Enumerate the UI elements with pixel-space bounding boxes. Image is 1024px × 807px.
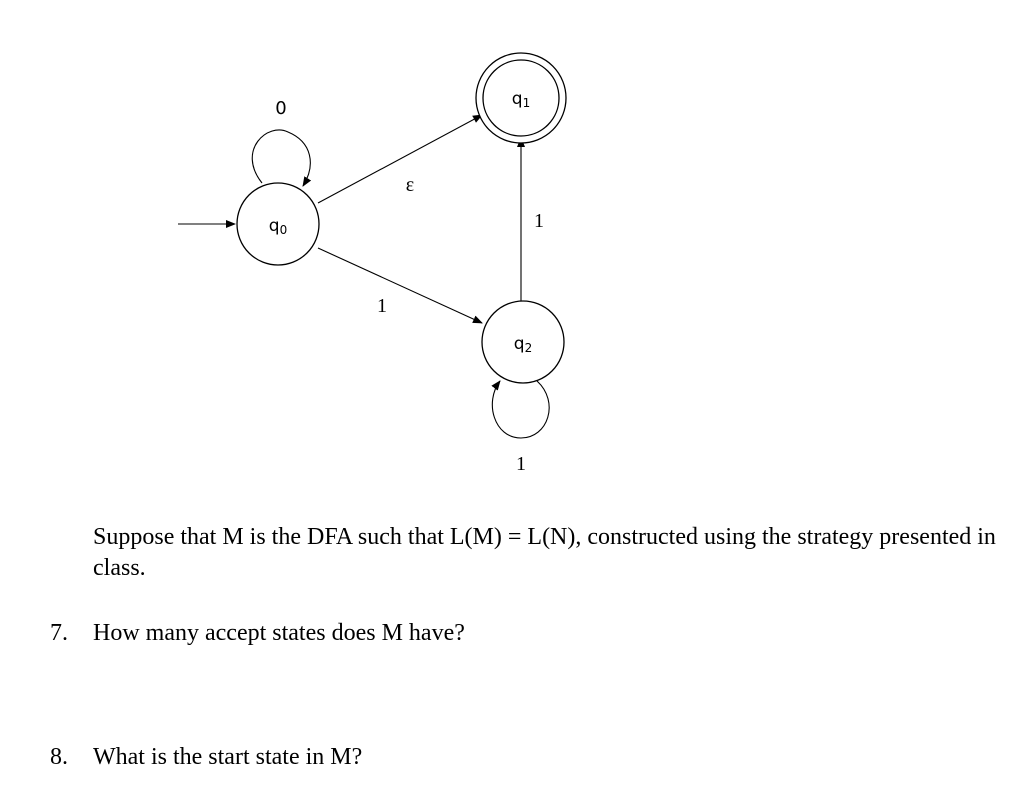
question-7-text: How many accept states does M have? (93, 620, 465, 646)
question-8: 8. What is the start state in M? (50, 742, 362, 773)
state-q2-label: q (514, 334, 525, 354)
question-8-number: 8. (50, 744, 68, 770)
state-q1-sub: 1 (523, 96, 531, 110)
question-8-text: What is the start state in M? (93, 744, 363, 770)
problem-paragraph: Suppose that M is the DFA such that L(M)… (93, 524, 996, 581)
state-q1-label: q (512, 89, 523, 109)
state-q0: q0 (236, 182, 320, 266)
label-q2-q1: 1 (534, 210, 544, 232)
state-q0-label: q (269, 216, 280, 236)
question-7: 7. How many accept states does M have? (50, 618, 465, 649)
svg-text:q2: q2 (514, 334, 532, 355)
edge-q0-q2 (317, 247, 483, 324)
state-q1: q1 (475, 52, 567, 144)
svg-text:q0: q0 (269, 216, 287, 237)
state-q2: q2 (481, 300, 565, 384)
nfa-diagram: 0 ε 1 1 1 q0 q1 q2 (178, 52, 567, 475)
self-loop-q2 (491, 380, 550, 439)
state-q2-sub: 2 (525, 341, 533, 355)
self-loop-q0 (251, 129, 312, 187)
label-q0-q2: 1 (377, 295, 387, 317)
label-loop-q0: 0 (275, 98, 286, 119)
label-loop-q2: 1 (516, 453, 526, 475)
svg-text:q1: q1 (512, 89, 530, 110)
label-q0-q1: ε (406, 174, 414, 196)
question-7-number: 7. (50, 620, 68, 646)
state-q0-sub: 0 (280, 223, 288, 237)
edge-q0-q1 (317, 114, 483, 204)
